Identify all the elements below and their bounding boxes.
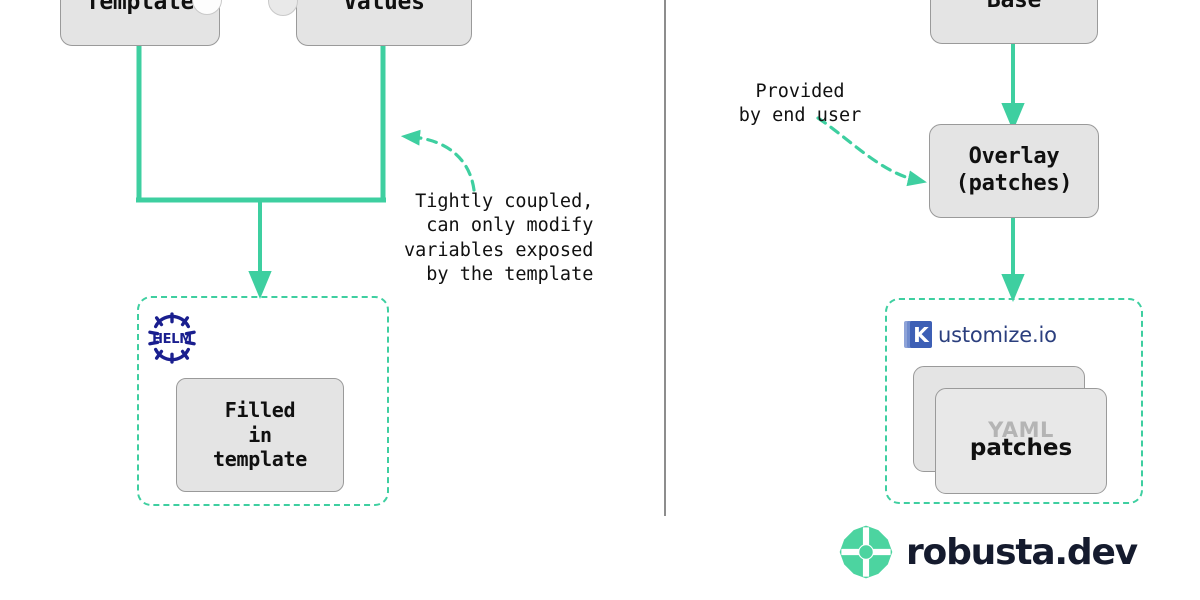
patches-label: patches xyxy=(969,434,1073,461)
node-filled-in-template-label: Filled in template xyxy=(213,398,307,472)
node-filled-in-template[interactable]: Filled in template xyxy=(176,378,344,492)
node-base[interactable]: Base xyxy=(930,0,1098,44)
kustomize-square-front: K xyxy=(910,321,932,348)
annotation-provided-by-end-user: Provided by end user xyxy=(738,81,862,127)
yaml-patches-card[interactable]: YAML patches xyxy=(935,388,1107,494)
helm-logo-icon: HELM xyxy=(148,312,196,364)
node-overlay-label: Overlay (patches) xyxy=(955,144,1073,196)
kustomize-k-mark: K xyxy=(904,320,934,350)
robusta-brand[interactable]: robusta.dev xyxy=(838,524,1138,580)
callout-arrow-tightly-coupled xyxy=(400,129,476,192)
annotation-tightly-coupled: Tightly coupled, can only modify variabl… xyxy=(404,191,594,286)
robusta-wordmark: robusta.dev xyxy=(906,531,1138,573)
kustomize-wordmark: ustomize.io xyxy=(938,323,1057,347)
panel-divider xyxy=(664,0,666,516)
node-template-label: Template xyxy=(85,0,195,15)
node-values-label: Values xyxy=(343,0,425,15)
robusta-wheel-icon xyxy=(839,525,893,579)
node-values[interactable]: Values xyxy=(296,0,472,46)
node-template[interactable]: Template xyxy=(60,0,220,46)
yaml-format-label: YAML xyxy=(988,418,1054,443)
kustomize-logo-icon: K ustomize.io xyxy=(904,320,1057,350)
svg-text:HELM: HELM xyxy=(152,332,192,347)
node-overlay[interactable]: Overlay (patches) xyxy=(929,124,1099,218)
connector-dot-values xyxy=(268,0,298,16)
node-base-label: Base xyxy=(987,0,1042,14)
